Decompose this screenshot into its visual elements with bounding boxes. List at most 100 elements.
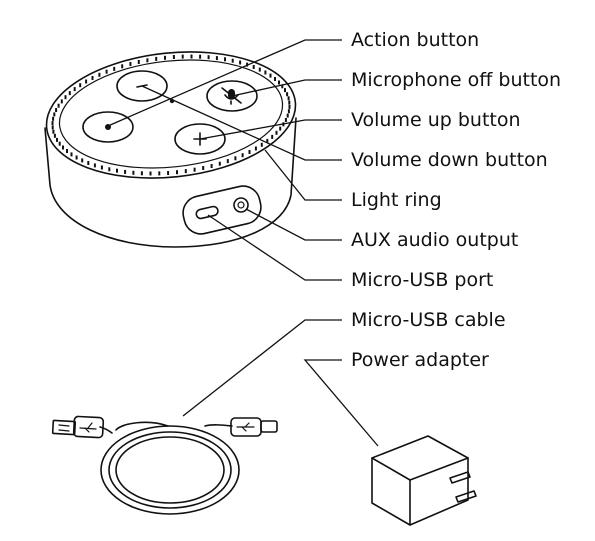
micro-usb-cable [51,415,278,515]
cable-coil-middle [108,431,232,509]
leader-action-button [107,39,342,127]
grille-dot [210,164,213,168]
grille-dot [286,92,289,97]
label-action-button: Action button [351,29,480,51]
adapter-prong-lower [455,490,477,503]
microphone-off-icon [221,87,242,105]
grille-dot [248,150,251,154]
grille-dot [108,167,111,172]
grille-dot [56,137,58,142]
grille-dot [51,125,54,130]
port-panel [182,185,262,235]
grille-dot [93,163,96,168]
grille-dot [258,67,261,72]
grille-dot [64,95,67,100]
cable-coil-outer [100,425,240,515]
grille-dot [287,96,290,101]
grille-dot [146,58,149,63]
grille-dot [113,66,116,71]
device-top [45,51,297,179]
grille-dot [85,79,88,84]
grille-dot [286,113,289,118]
grille-dot [190,54,193,59]
echo-dot-device [44,51,297,248]
grille-dot [53,133,56,138]
grille-dot [176,170,178,175]
grille-dot [60,99,63,104]
grille-dot [279,126,282,131]
grille-dot [73,87,76,92]
leader-aux-audio-output [245,208,342,241]
grille-dot [274,77,276,81]
microphone-off-button[interactable] [206,80,258,112]
grille-dot [226,159,229,164]
leader-microphone-off-button [231,79,342,97]
grille-dot [105,69,108,74]
leader-volume-up-button [199,119,342,140]
label-micro-usb-cable: Micro-USB cable [351,309,506,331]
grille-dot [231,58,234,63]
grille-dot [207,55,210,60]
grille-dot [224,57,226,62]
grille-dot [57,103,60,108]
grille-dot [79,83,82,88]
grille-dot [184,169,187,174]
leader-light-ring [264,149,342,201]
micro-usb-port[interactable] [195,205,219,220]
grille-dot [81,158,84,163]
leader-micro-usb-port [207,214,342,281]
label-micro-usb-port: Micro-USB port [351,269,494,291]
label-light-ring: Light ring [351,189,442,211]
grille-dot [252,65,255,69]
grille-dot [287,109,290,114]
grille-dot [241,153,244,158]
label-aux-audio-output: AUX audio output [351,229,519,251]
grille-dot [70,152,73,157]
grille-dot [193,167,196,172]
grille-dot [239,60,242,65]
grille-dot [52,129,55,134]
power-adapter [371,435,477,526]
label-power-adapter: Power adapter [351,349,489,371]
grille-dot [234,156,237,161]
grille-dot [172,55,175,59]
grille-dot [260,142,263,147]
grille-dot [167,171,170,175]
leader-power-adapter [303,359,379,447]
grille-dot [121,64,124,69]
action-button[interactable] [82,111,134,143]
adapter-prong-upper [449,471,471,484]
grille-dot [132,170,135,175]
grille-dot [158,171,161,176]
device-body [44,117,297,248]
grille-dot [199,54,202,59]
grille-dot [264,70,267,75]
light-ring-ellipse [58,59,284,169]
grille-dot [288,100,291,105]
grille-dot [91,76,94,80]
grille-dot [129,62,132,66]
leader-volume-down-button [141,85,342,161]
grille-dot [55,108,58,112]
grille-dot [116,168,118,173]
callout-lines [107,39,379,447]
grille-dot [98,72,101,77]
grille-dot [278,80,280,85]
grille-dot [68,91,71,96]
label-volume-up-button: Volume up button [351,109,521,131]
grille-dot [155,56,158,61]
grille-dot [66,149,68,153]
grille-dot [58,141,61,146]
grille-dot [75,155,78,160]
aux-audio-output[interactable] [233,197,249,213]
grille-dot [164,55,166,60]
grille-dot [53,112,56,117]
grille-dot [202,166,205,170]
usb-trident-icon [79,422,97,433]
grille-dot [288,104,291,109]
grille-dot [215,56,218,61]
micro-usb-connector [230,417,278,437]
label-microphone-off-button: Microphone off button [351,69,562,91]
